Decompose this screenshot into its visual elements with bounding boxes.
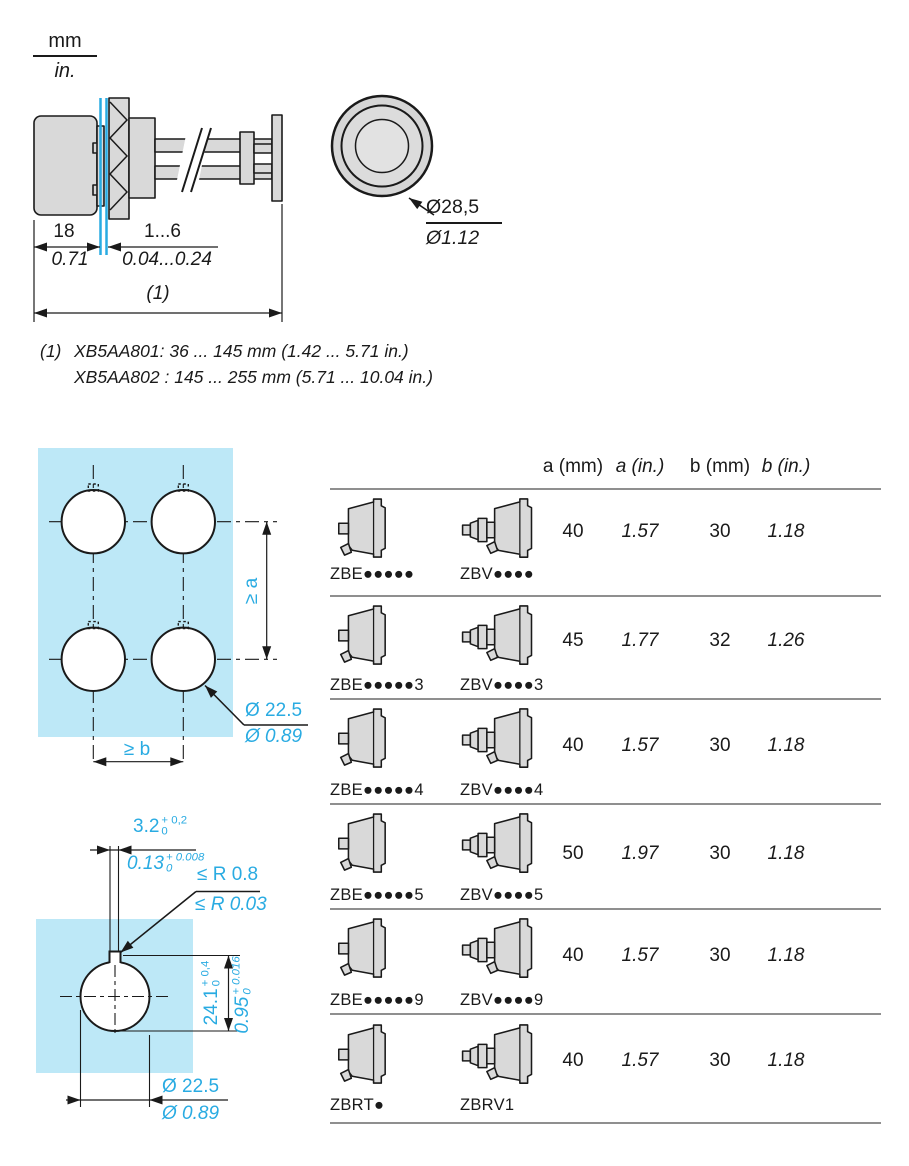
units-legend: mm in. [33,30,97,83]
cutout-multi-dia-in: Ø 0.89 [245,726,303,747]
cutout-single-dia-mm: Ø 22.5 [162,1076,220,1097]
panel-cutout-multi-drawing [38,448,308,767]
zbv-block-image [460,917,537,983]
product-ref-left: ZBRT● [330,1096,385,1114]
product-ref-left: ZBE●●●●●9 [330,991,424,1009]
zbe-block-image [332,604,390,670]
value-a-mm: 40 [562,521,584,542]
zbv-block-image [460,497,537,563]
value-b-mm: 30 [709,521,731,542]
col-header-b-mm: b (mm) [689,456,751,477]
zbv-block-image [460,604,537,670]
product-ref-left: ZBE●●●●●4 [330,781,424,799]
front-diameter-label: Ø28,5 Ø1.12 [426,196,502,250]
value-a-in: 1.77 [621,630,659,651]
zbv-block-image [460,812,537,878]
value-b-in: 1.26 [767,630,805,651]
product-ref-right: ZBV●●●●9 [460,991,544,1009]
zbrt-block-image [332,1023,390,1089]
product-ref-right: ZBV●●●● [460,565,535,583]
value-b-in: 1.18 [767,1050,805,1071]
col-header-b-in: b (in.) [761,456,811,477]
zbe-block-image [332,707,390,773]
dim-radius-mm: ≤ R 0.8 [197,864,259,885]
table-separator [330,595,881,597]
note-line1: XB5AA801: 36 ... 145 mm (1.42 ... 5.71 i… [74,341,409,361]
value-a-mm: 50 [562,843,584,864]
value-a-in: 1.57 [621,945,659,966]
value-b-mm: 30 [709,1050,731,1071]
note-line2: XB5AA802 : 145 ... 255 mm (5.71 ... 10.0… [74,367,433,387]
value-a-mm: 40 [562,1050,584,1071]
value-b-mm: 30 [709,945,731,966]
dim-spacing-horizontal: ≥ b [123,739,151,760]
zbe-block-image [332,812,390,878]
value-a-in: 1.57 [621,1050,659,1071]
cutout-single-dia-in: Ø 0.89 [162,1103,220,1124]
front-dia-in: Ø1.12 [426,227,480,249]
value-b-in: 1.18 [767,521,805,542]
table-separator [330,1122,881,1124]
units-mm: mm [33,30,97,57]
value-a-mm: 40 [562,945,584,966]
value-a-mm: 45 [562,630,584,651]
zbrv-block-image [460,1023,537,1089]
table-separator [330,908,881,910]
value-b-mm: 32 [709,630,731,651]
product-ref-left: ZBE●●●●●3 [330,676,424,694]
value-b-mm: 30 [709,843,731,864]
value-b-in: 1.18 [767,843,805,864]
value-b-in: 1.18 [767,945,805,966]
value-a-in: 1.97 [621,843,659,864]
dim-clamp-mm: 1...6 [144,221,181,242]
table-separator [330,488,881,490]
value-a-in: 1.57 [621,735,659,756]
table-separator [330,698,881,700]
dim-radius-in: ≤ R 0.03 [195,894,267,915]
product-ref-right: ZBRV1 [460,1096,515,1114]
units-in: in. [54,60,76,82]
dim-head-in: 0.71 [51,249,89,270]
cutout-multi-dia-mm: Ø 22.5 [245,700,303,721]
note-ref: (1) [40,341,62,361]
product-ref-right: ZBV●●●●5 [460,886,544,904]
dim-spacing-vertical: ≥ a [241,577,262,605]
dim-head-mm: 18 [53,221,75,242]
value-a-in: 1.57 [621,521,659,542]
zbe-block-image [332,917,390,983]
value-a-mm: 40 [562,735,584,756]
product-ref-right: ZBV●●●●3 [460,676,544,694]
table-separator [330,803,881,805]
dim-total-ref: (1) [146,283,170,304]
value-b-in: 1.18 [767,735,805,756]
front-view-drawing [330,94,435,216]
col-header-a-mm: a (mm) [542,456,604,477]
product-ref-left: ZBE●●●●● [330,565,415,583]
value-b-mm: 30 [709,735,731,756]
col-header-a-in: a (in.) [615,456,665,477]
zbv-block-image [460,707,537,773]
dim-clamp-in: 0.04...0.24 [122,249,212,270]
table-separator [330,1013,881,1015]
product-ref-right: ZBV●●●●4 [460,781,544,799]
front-dia-mm: Ø28,5 [426,196,502,224]
zbe-block-image [332,497,390,563]
panel-cutout-single-drawing [36,845,260,1107]
side-view-drawing [33,97,283,322]
product-ref-left: ZBE●●●●●5 [330,886,424,904]
